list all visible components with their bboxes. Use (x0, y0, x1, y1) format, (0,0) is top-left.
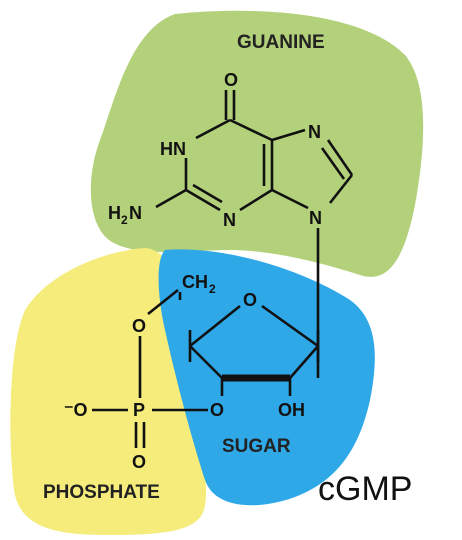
bond-n7-c8 (326, 139, 354, 176)
bond-c2-n3-double (192, 183, 223, 204)
atom-ester-o-top: O (132, 316, 146, 336)
bond-c5-c6 (229, 118, 273, 142)
bond-c2-nh2 (155, 188, 187, 209)
atom-double-o: O (132, 452, 146, 472)
bond-n9-c4 (271, 188, 309, 210)
phosphate-label: PHOSPHATE (43, 482, 160, 503)
atom-h2n-h: H (108, 203, 121, 223)
bond-c8-n9 (328, 174, 354, 204)
atom-carbonyl-o: O (224, 70, 238, 90)
atom-oh: OH (278, 400, 305, 420)
atom-ring-o: O (243, 290, 257, 310)
atom-imidazole-n-top: N (308, 122, 321, 142)
sugar-label: SUGAR (222, 436, 291, 457)
atom-neg-o: ⁻O (64, 400, 88, 420)
atom-ch2-c: CH (182, 272, 208, 292)
bond-n3-c4 (239, 188, 273, 212)
atom-imidazole-n-bottom: N (309, 208, 322, 228)
atom-ester-o-bottom: O (210, 400, 224, 420)
molecule-title: cGMP (318, 470, 412, 508)
bond-c2-n3 (185, 188, 221, 212)
atom-nh: HN (160, 139, 186, 159)
atom-ring-n-bottom: N (223, 210, 236, 230)
atom-ch2-sub: 2 (209, 282, 216, 296)
guanine-region (90, 10, 424, 277)
phosphate-region (10, 248, 207, 535)
bond-c6-n1 (195, 118, 231, 140)
bond-c4-ringo (189, 304, 241, 348)
bond-ch2-ester-o (147, 288, 179, 316)
atom-h2n-sub: 2 (121, 213, 128, 227)
bond-n7-c8-double (320, 147, 346, 180)
bond-ringo-c1 (261, 304, 319, 348)
bond-c2-c1 (289, 345, 319, 379)
bond-c5-n7 (271, 128, 306, 142)
guanine-label: GUANINE (237, 32, 325, 53)
atom-phosphorus: P (133, 400, 145, 420)
bond-c4-c3 (189, 345, 223, 379)
atom-h2n-n: N (129, 203, 142, 223)
